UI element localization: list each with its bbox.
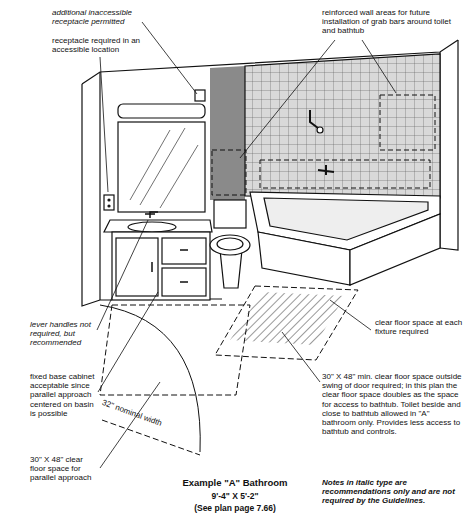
callout-note: 30" X 48" clear floor space for parallel… xyxy=(30,455,100,483)
callout-note: lever handles not required, but recommen… xyxy=(30,320,96,348)
figure-title: Example "A" Bathroom xyxy=(140,478,330,489)
italic-notes: Notes in italic type are recommendations… xyxy=(322,478,464,506)
dimension-label: 9'-4" X 5'-2" xyxy=(160,492,310,502)
callout-note: reinforced wall areas for future install… xyxy=(322,8,460,36)
callout-note: fixed base cabinet acceptable since para… xyxy=(30,372,98,418)
dimension-label: 32" nominal width xyxy=(101,398,163,428)
callout-note: clear floor space at each fixture requir… xyxy=(375,318,463,336)
callout-note: additional inaccessible receptacle permi… xyxy=(52,8,144,26)
reference-note: (See plan page 7.66) xyxy=(160,504,310,514)
callout-note: 30" X 48" min. clear floor space outside… xyxy=(322,372,464,436)
callout-note: receptacle required in an accessible loc… xyxy=(52,36,144,54)
